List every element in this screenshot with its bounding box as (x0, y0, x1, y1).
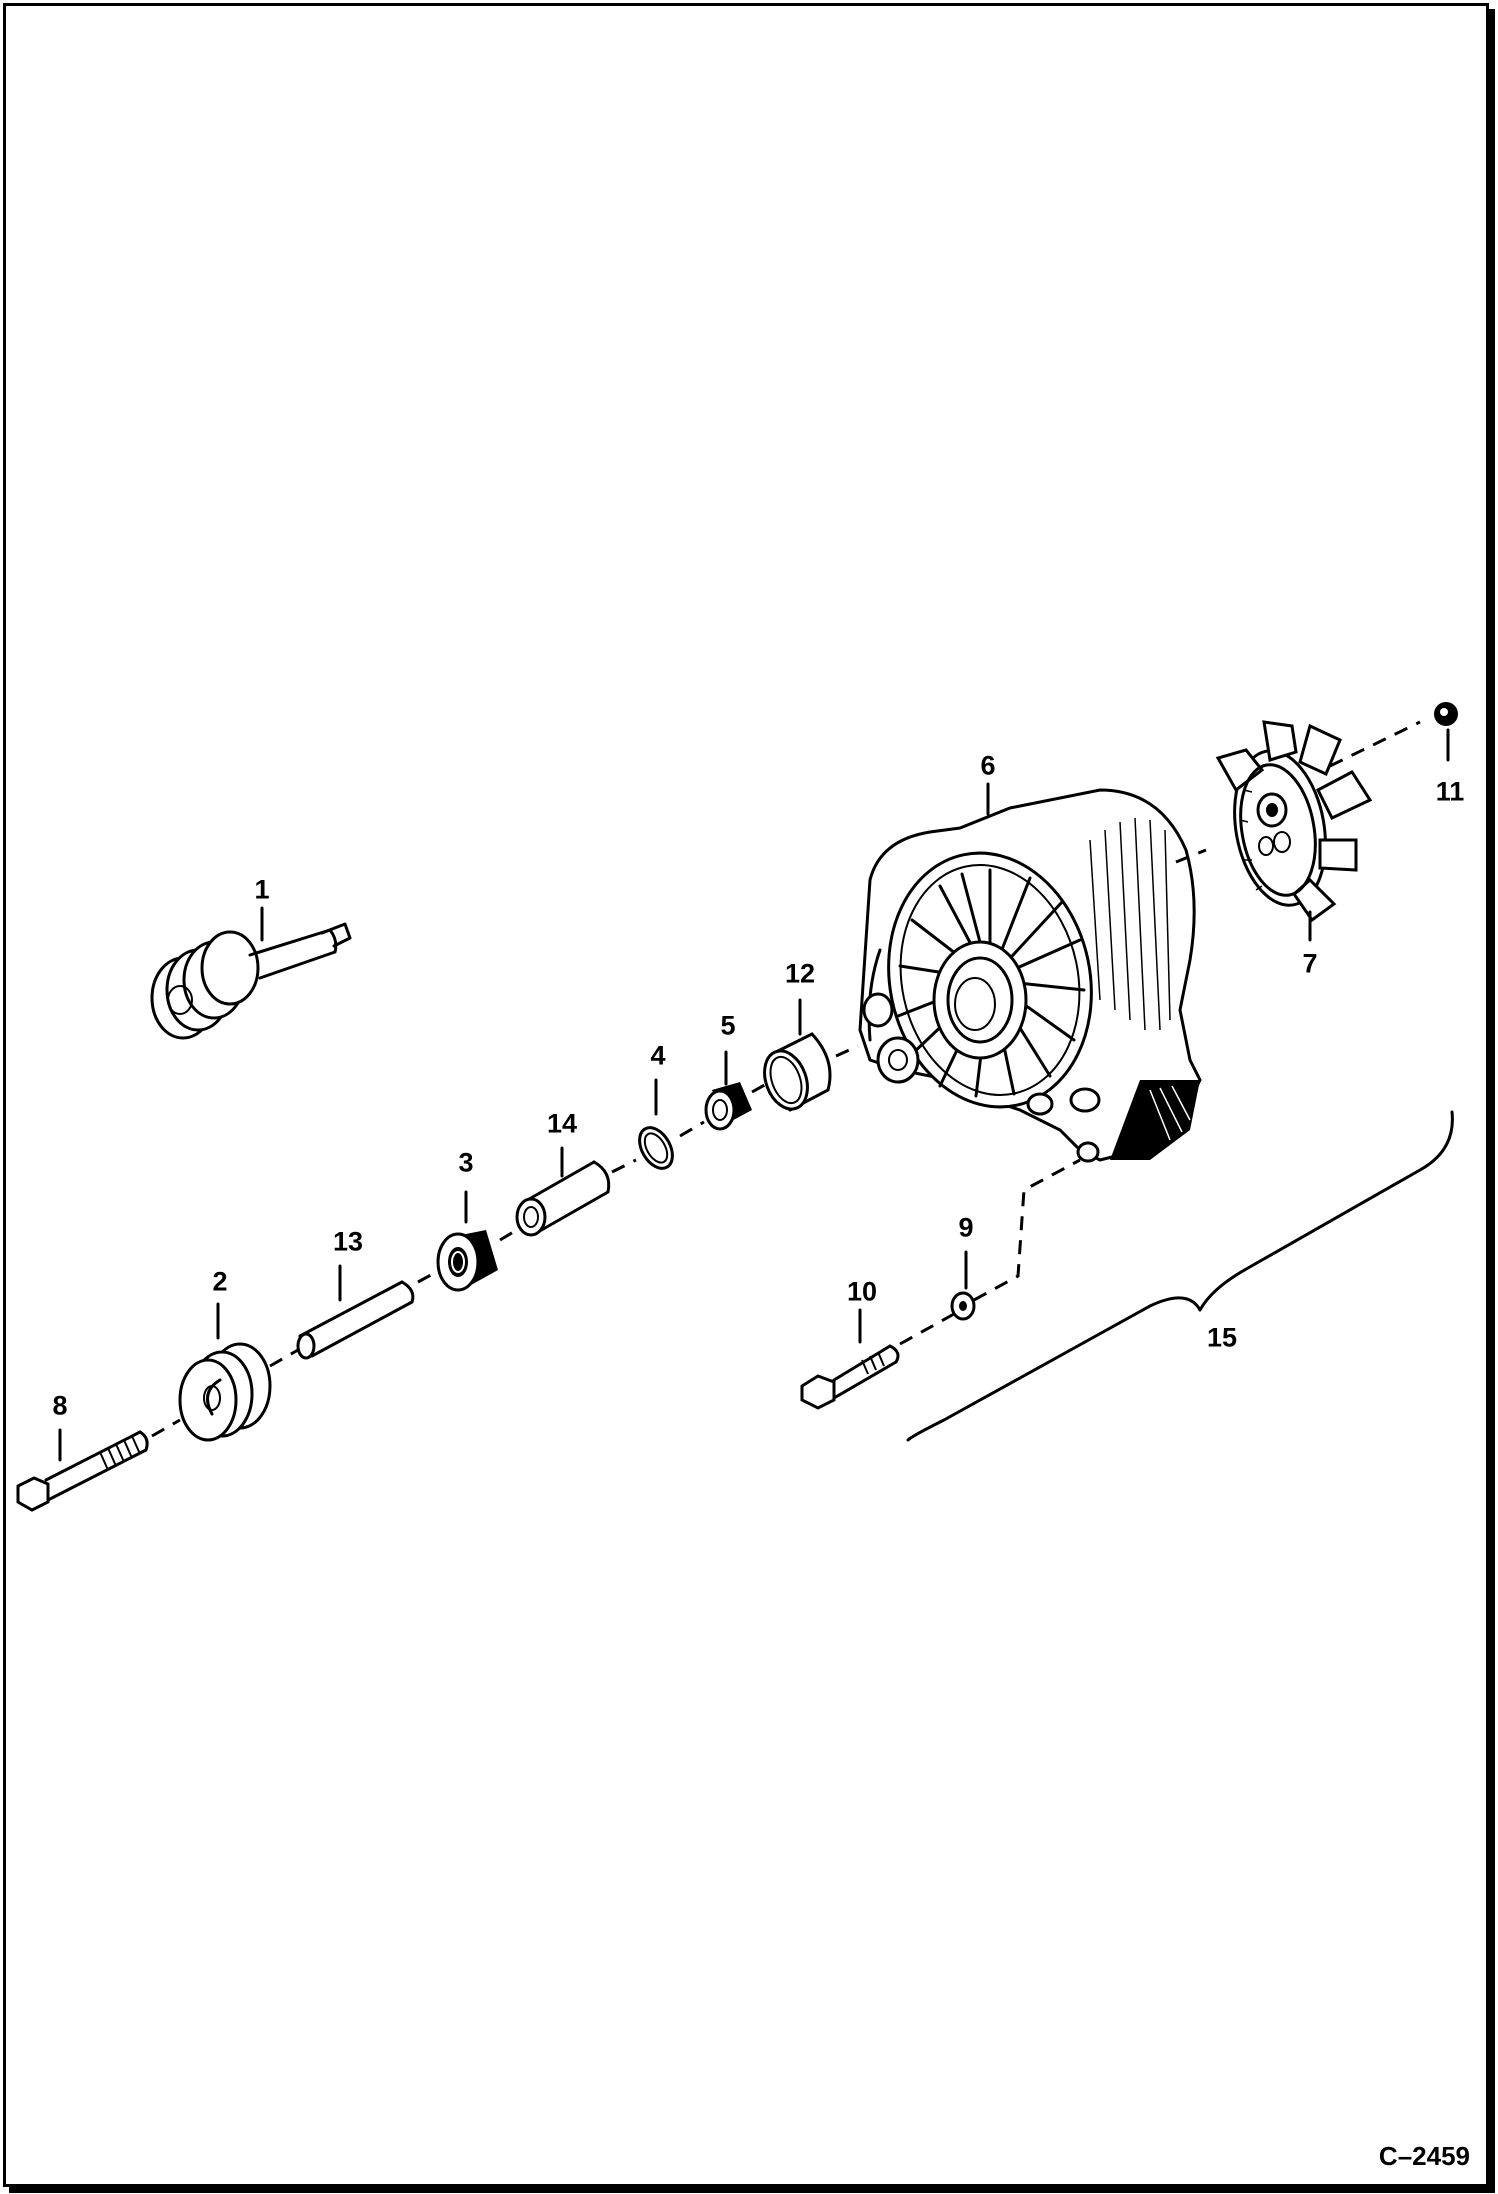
page-border (3, 3, 1489, 2187)
assembly-line (835, 1044, 859, 1058)
callout-6: 6 (980, 750, 996, 781)
housing-ribs (1089, 817, 1171, 1031)
callout-11: 11 (1435, 776, 1465, 807)
part-13-pin (296, 1280, 415, 1360)
assembly-line (417, 1268, 441, 1284)
callout-12: 12 (784, 958, 816, 989)
kit-brace (906, 1110, 1454, 1442)
callout-10: 10 (846, 1276, 878, 1307)
part-2-pulley (178, 1342, 272, 1442)
part-1-shaft (150, 922, 352, 1040)
callout-14: 14 (546, 1108, 578, 1139)
assembly-line (751, 1080, 771, 1094)
assembly-line (1329, 720, 1421, 768)
callout-8: 8 (52, 1390, 68, 1421)
assembly-line (973, 1158, 1081, 1302)
part-4-snap-ring (638, 1126, 674, 1170)
callout-4: 4 (650, 1040, 666, 1071)
leader-lines (58, 728, 1450, 1462)
part-6-housing (858, 788, 1202, 1163)
assembly-line (269, 1348, 299, 1368)
callout-9: 9 (958, 1212, 974, 1243)
part-7-fan (1215, 720, 1373, 923)
callout-3: 3 (458, 1147, 474, 1178)
part-5-bushing (704, 1082, 752, 1131)
assembly-line (899, 1312, 955, 1346)
part-3-bearing (436, 1230, 498, 1292)
callout-2: 2 (212, 1266, 228, 1297)
figure-reference: C–2459 (1378, 2141, 1470, 2171)
assembly-line (611, 1158, 637, 1174)
part-8-bolt (16, 1430, 149, 1512)
assembly-line (151, 1418, 181, 1438)
callout-5: 5 (720, 1010, 736, 1041)
callout-13: 13 (332, 1226, 364, 1257)
assembly-line (679, 1120, 705, 1138)
assembly-line (1175, 848, 1207, 864)
callout-7: 7 (1302, 948, 1318, 979)
assembly-line (499, 1226, 521, 1242)
callout-15: 15 (1206, 1322, 1238, 1353)
part-12-seal (763, 1032, 832, 1112)
part-10-bolt (800, 1344, 900, 1410)
callout-1: 1 (254, 874, 270, 905)
part-14-spacer (515, 1160, 611, 1237)
part-11-nut (1434, 702, 1458, 726)
part-9-washer (950, 1291, 976, 1321)
